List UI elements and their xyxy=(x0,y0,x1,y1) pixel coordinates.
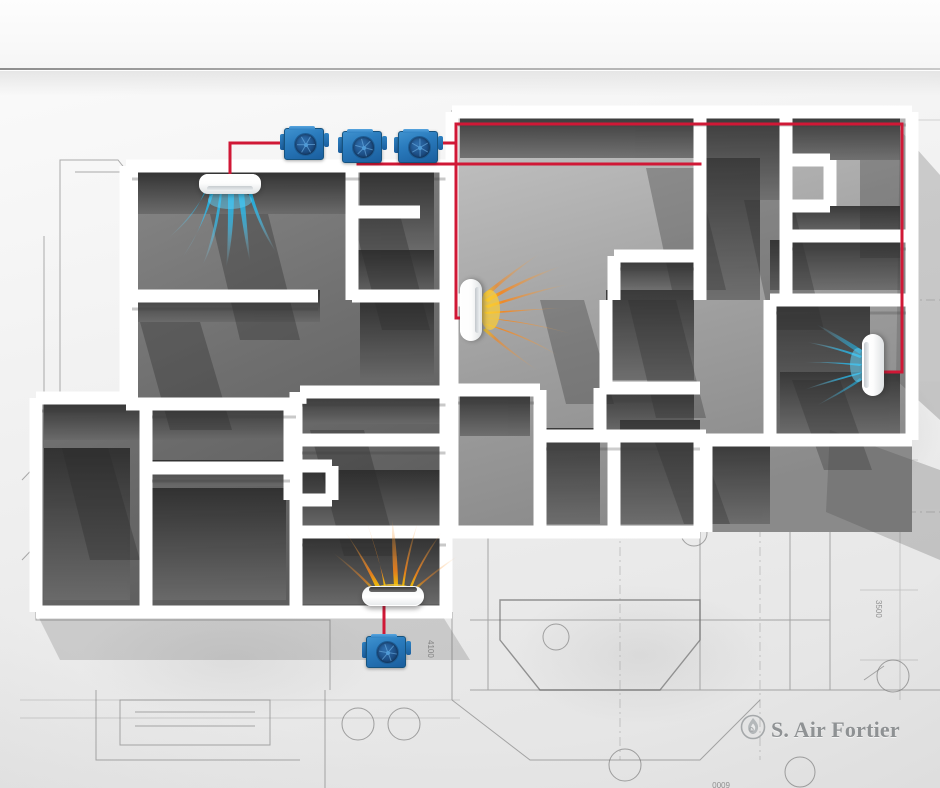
condenser-right-flange xyxy=(406,641,411,655)
wall-unit-vent xyxy=(864,342,869,388)
condenser-fan-hub xyxy=(303,142,308,147)
header-sheen xyxy=(0,70,940,96)
wall-unit-vent xyxy=(475,287,480,333)
condenser-left-flange xyxy=(362,642,368,658)
condenser-fan xyxy=(352,136,375,159)
condenser-top-cap xyxy=(347,129,373,133)
condenser-top-cap xyxy=(403,129,429,133)
outdoor-condenser-unit-1[interactable] xyxy=(280,126,329,162)
condenser-fan-hub xyxy=(361,145,366,150)
condenser-right-flange xyxy=(324,133,329,147)
header-divider-line xyxy=(0,68,940,70)
flame-droplet-logo-icon xyxy=(740,714,766,745)
condenser-left-flange xyxy=(280,134,286,150)
condenser-fan-hub xyxy=(385,650,390,655)
condenser-fan xyxy=(376,641,399,664)
svg-text:6000: 6000 xyxy=(712,780,730,788)
watermark-text: S. Air Fortier xyxy=(771,716,900,742)
watermark: S. Air Fortier xyxy=(740,714,900,745)
outdoor-condenser-unit-2[interactable] xyxy=(338,129,387,165)
outdoor-condenser-unit-3[interactable] xyxy=(394,129,443,165)
condenser-top-cap xyxy=(289,126,315,130)
svg-text:3500: 3500 xyxy=(874,600,883,618)
svg-text:4100: 4100 xyxy=(426,640,435,658)
ceiling-cassette-vent xyxy=(207,186,253,191)
condenser-fan xyxy=(294,133,317,156)
floor-console-vent xyxy=(369,587,417,592)
condenser-left-flange xyxy=(338,137,344,153)
condenser-right-flange xyxy=(438,136,443,150)
condenser-right-flange xyxy=(382,136,387,150)
top-header-band xyxy=(0,0,940,68)
condenser-fan-hub xyxy=(417,145,422,150)
outdoor-condenser-unit-4[interactable] xyxy=(362,634,411,670)
ceiling-cassette-body xyxy=(199,174,261,194)
condenser-left-flange xyxy=(394,137,400,153)
condenser-fan xyxy=(408,136,431,159)
condenser-top-cap xyxy=(371,634,397,638)
